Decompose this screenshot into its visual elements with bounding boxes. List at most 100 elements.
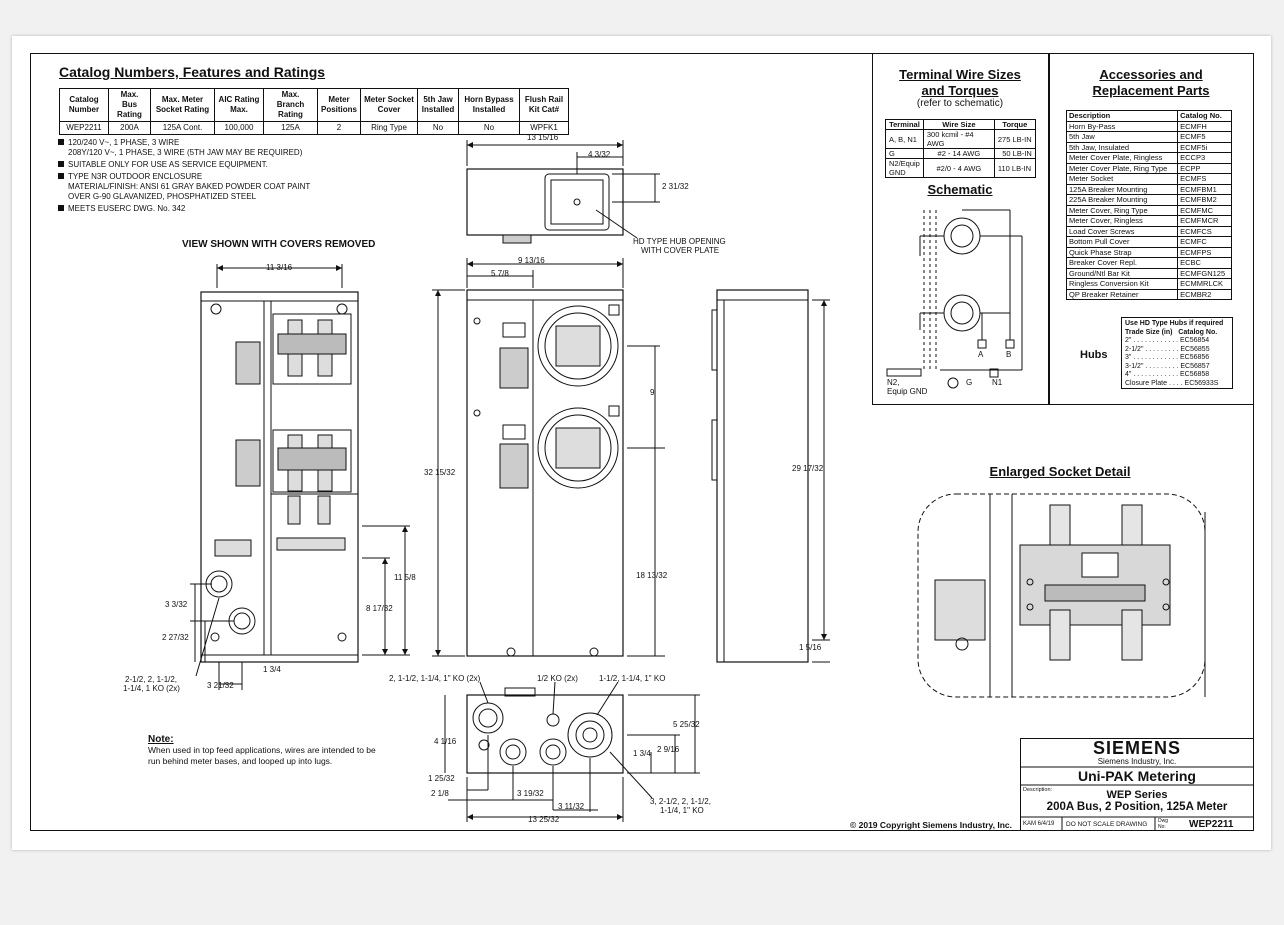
- terminal-header: Terminal: [885, 119, 924, 130]
- acc-cat: ECMFC: [1177, 236, 1232, 248]
- acc-cat: ECCP3: [1177, 152, 1232, 164]
- hubs-table: Use HD Type Hubs if required Trade Size …: [1121, 317, 1233, 389]
- schematic-label: A: [978, 350, 984, 359]
- bullet-square: [58, 139, 64, 145]
- acc-desc: Breaker Cover Repl.: [1065, 257, 1179, 269]
- dim-label: 3 19/32: [517, 789, 544, 798]
- catalog-header: Catalog Number: [59, 88, 109, 122]
- catalog-cell: 125A: [263, 121, 318, 135]
- terminal-cell: 275 LB-IN: [993, 129, 1036, 149]
- feature-item: MEETS EUSERC DWG. No. 342: [68, 204, 186, 213]
- bottom-view-enclosure: [466, 687, 624, 774]
- dim-label: 3 11/32: [558, 802, 585, 811]
- feature-item: MATERIAL/FINISH: ANSI 61 GRAY BAKED POWD…: [68, 182, 311, 191]
- acc-desc: QP Breaker Retainer: [1065, 288, 1179, 300]
- dim-label: 2, 1-1/2, 1-1/4, 1" KO (2x): [389, 674, 481, 683]
- schematic-label: G: [966, 378, 973, 387]
- hubs-header: Trade Size (in) Catalog No.: [1125, 328, 1218, 336]
- acc-desc: Ground/Ntl Bar Kit: [1065, 267, 1179, 279]
- acc-cat: ECMFCS: [1177, 225, 1232, 237]
- catalog-header: Max. Bus Rating: [108, 88, 151, 122]
- acc-desc: Horn By-Pass: [1065, 120, 1179, 132]
- acc-desc: Meter Cover Plate, Ringless: [1065, 152, 1179, 164]
- terminal-title: Terminal Wire Sizes: [899, 67, 1021, 82]
- note-text: When used in top feed applications, wire…: [148, 745, 376, 766]
- dim-label: 2 1/8: [431, 789, 449, 798]
- rating-desc: 200A Bus, 2 Position, 125A Meter: [1046, 801, 1228, 813]
- dwg-number: WEP2211: [1189, 819, 1234, 830]
- accessories-header: Description: [1065, 110, 1179, 122]
- hubs-row: Closure Plate . . . . EC56933S: [1125, 379, 1219, 387]
- catalog-cell: 2: [316, 121, 362, 135]
- acc-cat: ECMFS: [1177, 173, 1232, 185]
- hubs-row: 3-1/2" . . . . . . . . . EC56857: [1125, 362, 1210, 370]
- dim-label: 11 5/8: [394, 573, 416, 582]
- dim-label: 13 25/32: [528, 815, 560, 824]
- front-view-enclosure: [200, 291, 359, 663]
- catalog-header: Max. Meter Socket Rating: [150, 88, 215, 122]
- scale-note: DO NOT SCALE DRAWING: [1066, 821, 1148, 828]
- acc-cat: ECMF5i: [1177, 141, 1232, 153]
- dim-label: 3 3/32: [165, 600, 188, 609]
- catalog-header: Meter Socket Cover: [360, 88, 419, 122]
- company-name: Siemens Industry, Inc.: [1097, 757, 1177, 766]
- dim-label: 8 17/32: [366, 604, 393, 613]
- acc-cat: ECMF5: [1177, 131, 1232, 143]
- dim-label: 3 21/32: [207, 681, 234, 690]
- title-block: [1020, 738, 1254, 831]
- dim-label: 32 15/32: [424, 468, 456, 477]
- schematic-label: N2,: [887, 378, 900, 387]
- acc-desc: Bottom Pull Cover: [1065, 236, 1179, 248]
- schematic-label: N1: [992, 378, 1003, 387]
- dim-label: 13 15/16: [527, 133, 559, 142]
- dim-label: 5 7/8: [491, 269, 509, 278]
- note-title: Note:: [148, 734, 174, 745]
- acc-cat: ECBC: [1177, 257, 1232, 269]
- dim-label: 5 25/32: [673, 720, 700, 729]
- product-name: Uni-PAK Metering: [1078, 768, 1196, 784]
- terminal-cell: A, B, N1: [885, 129, 924, 149]
- dim-label: 9: [650, 388, 655, 397]
- feature-item: 208Y/120 V~, 1 PHASE, 3 WIRE (5TH JAW MA…: [68, 148, 303, 157]
- acc-cat: ECMFMC: [1177, 204, 1232, 216]
- catalog-cell: WPFK1: [519, 121, 570, 135]
- dim-label: 2 31/32: [662, 182, 689, 191]
- side-view-enclosure: [466, 289, 624, 657]
- hubs-header: Use HD Type Hubs if required: [1125, 320, 1224, 327]
- schematic-label: B: [1006, 350, 1012, 359]
- dim-label: 4 3/32: [588, 150, 611, 159]
- panel-divider: [1048, 53, 1050, 405]
- acc-cat: ECMMRLCK: [1177, 278, 1232, 290]
- terminal-header: Torque: [993, 119, 1036, 130]
- reference-panel: [872, 53, 1254, 405]
- terminal-title: and Torques: [921, 83, 999, 98]
- dim-label: 11 3/16: [266, 263, 293, 272]
- dim-label: 1-1/4, 1" KO: [660, 806, 704, 815]
- right-side-view: [711, 289, 809, 663]
- dim-label: WITH COVER PLATE: [641, 246, 720, 255]
- schematic-title: Schematic: [927, 182, 993, 197]
- acc-desc: Meter Cover Plate, Ring Type: [1065, 162, 1179, 174]
- dim-label: HD TYPE HUB OPENING: [633, 237, 726, 246]
- acc-cat: ECMFH: [1177, 120, 1232, 132]
- enlarged-socket-detail: [917, 493, 1206, 698]
- acc-cat: ECMFPS: [1177, 246, 1232, 258]
- terminal-cell: #2/0 - 4 AWG: [922, 158, 995, 178]
- acc-desc: Meter Cover, Ringless: [1065, 215, 1179, 227]
- catalog-table: Catalog Number Max. Bus Rating Max. Mete…: [59, 88, 570, 135]
- bullet-square: [58, 205, 64, 211]
- hubs-row: 2" . . . . . . . . . . . . EC56854: [1125, 337, 1210, 344]
- acc-cat: ECMFBM1: [1177, 183, 1232, 195]
- dim-label: 1-1/2, 1-1/4, 1" KO: [599, 674, 666, 683]
- dim-label: 2 27/32: [162, 633, 189, 642]
- acc-desc: 5th Jaw: [1065, 131, 1179, 143]
- dim-label: 1/2 KO (2x): [537, 674, 578, 683]
- terminal-cell: 110 LB-IN: [993, 158, 1036, 178]
- acc-cat: ECMFBM2: [1177, 194, 1232, 206]
- acc-desc: Meter Cover, Ring Type: [1065, 204, 1179, 216]
- acc-desc: 125A Breaker Mounting: [1065, 183, 1179, 195]
- acc-desc: Meter Socket: [1065, 173, 1179, 185]
